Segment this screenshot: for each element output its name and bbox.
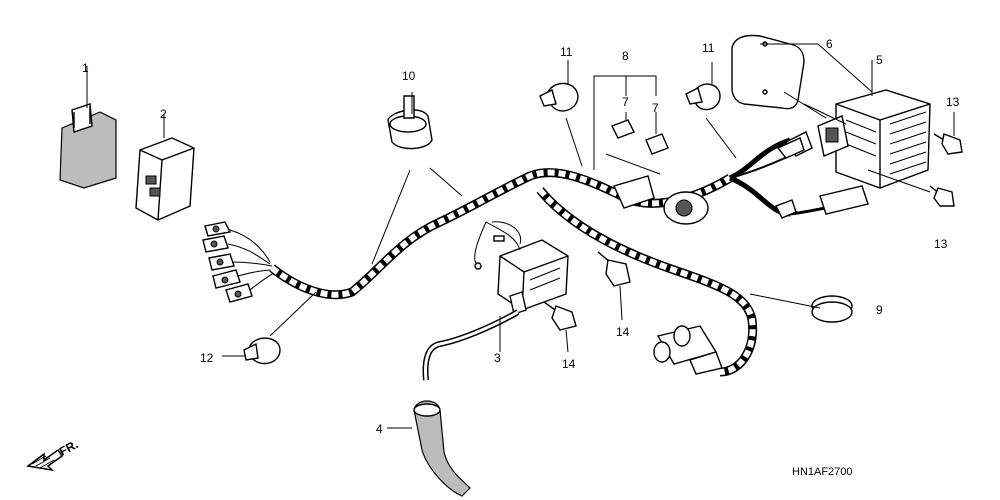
- callout-2: 2: [160, 107, 167, 121]
- diagram-code: HN1AF2700: [792, 466, 853, 478]
- part-4-spark-plug-cap: [413, 400, 471, 497]
- callout-14-right: 14: [616, 325, 630, 339]
- part-6-cover-plate: [731, 34, 805, 110]
- part-9-band: [811, 295, 853, 323]
- callout-12: 12: [200, 351, 214, 365]
- part-2-control-unit: [135, 137, 195, 221]
- part-11-clip-left: [539, 82, 579, 112]
- callout-11-right: 11: [702, 41, 715, 55]
- callout-labels: 1 2 3 4 5 6 7 7 8 9 10 11 11 12 13 13 14…: [82, 37, 960, 436]
- callout-7-right: 7: [652, 101, 659, 115]
- leader-lines: [86, 43, 955, 429]
- callout-11-left: 11: [560, 45, 573, 59]
- callout-7-left: 7: [622, 95, 629, 109]
- callout-1: 1: [82, 61, 89, 75]
- part-1-bracket: [59, 103, 117, 189]
- callout-14-lower: 14: [562, 357, 576, 371]
- part-13-bolts: [929, 133, 963, 207]
- callout-5: 5: [876, 53, 883, 67]
- lower-connector-group: [653, 325, 723, 375]
- part-3-ignition-coil: [422, 239, 569, 381]
- callout-8: 8: [622, 49, 629, 63]
- relay-connector-group: [611, 119, 869, 225]
- callout-13-lower: 13: [934, 237, 948, 251]
- part-5-regulator: [817, 89, 931, 189]
- left-connector-cluster: [202, 221, 277, 303]
- front-direction-arrow-icon: [26, 448, 64, 472]
- callout-13-upper: 13: [946, 95, 960, 109]
- front-direction-indicator: FR.: [26, 437, 80, 472]
- callout-3: 3: [494, 351, 501, 365]
- callout-6: 6: [826, 37, 833, 51]
- coil-lead-wires: [474, 221, 522, 270]
- callout-10: 10: [402, 69, 416, 83]
- part-10-band-clamp: [387, 95, 433, 150]
- part-11-clip-right: [685, 83, 721, 111]
- part-14-bolts: [543, 251, 631, 331]
- callout-9: 9: [876, 303, 883, 317]
- callout-4: 4: [376, 422, 383, 436]
- part-12-clip: [243, 337, 281, 365]
